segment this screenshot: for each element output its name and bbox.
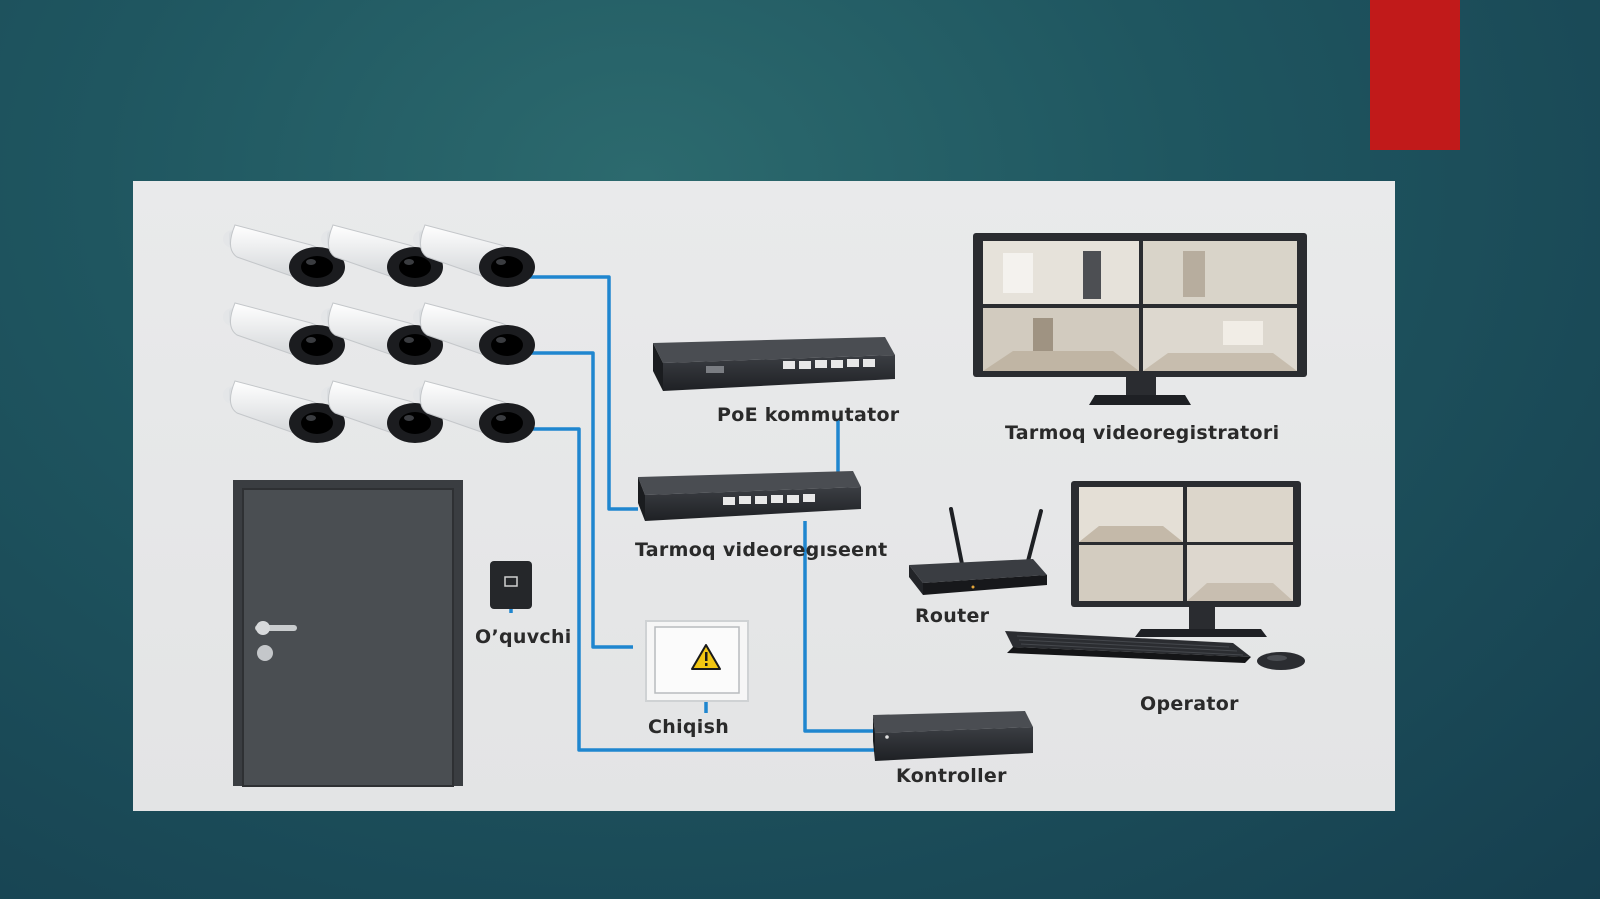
controller-icon bbox=[873, 711, 1033, 761]
nvr-monitor-icon bbox=[973, 233, 1307, 405]
operator-monitor-icon bbox=[1071, 481, 1301, 637]
mouse-icon bbox=[1257, 652, 1305, 670]
router-icon bbox=[909, 509, 1047, 595]
network-diagram bbox=[133, 181, 1395, 811]
label-controller: Kontroller bbox=[896, 765, 1007, 787]
label-nvr-monitor: Tarmoq videoregistratori bbox=[1005, 422, 1279, 444]
door-icon bbox=[233, 480, 463, 786]
label-nvr-device: Tarmoq videoregıseent bbox=[635, 539, 888, 561]
label-reader: O’quvchi bbox=[475, 626, 572, 648]
exit-button-icon bbox=[646, 621, 748, 701]
cable-row2-to-exit bbox=[518, 353, 633, 647]
label-exit: Chiqish bbox=[648, 716, 729, 738]
poe-switch-icon bbox=[653, 337, 895, 391]
diagram-panel: PoE kommutator Tarmoq videoregistratori … bbox=[133, 181, 1395, 811]
accent-tab bbox=[1370, 0, 1460, 150]
label-router: Router bbox=[915, 605, 989, 627]
label-operator: Operator bbox=[1140, 693, 1239, 715]
camera-array bbox=[223, 225, 535, 443]
nvr-device-icon bbox=[638, 471, 861, 521]
label-poe-switch: PoE kommutator bbox=[717, 404, 899, 426]
card-reader-icon bbox=[490, 561, 532, 609]
